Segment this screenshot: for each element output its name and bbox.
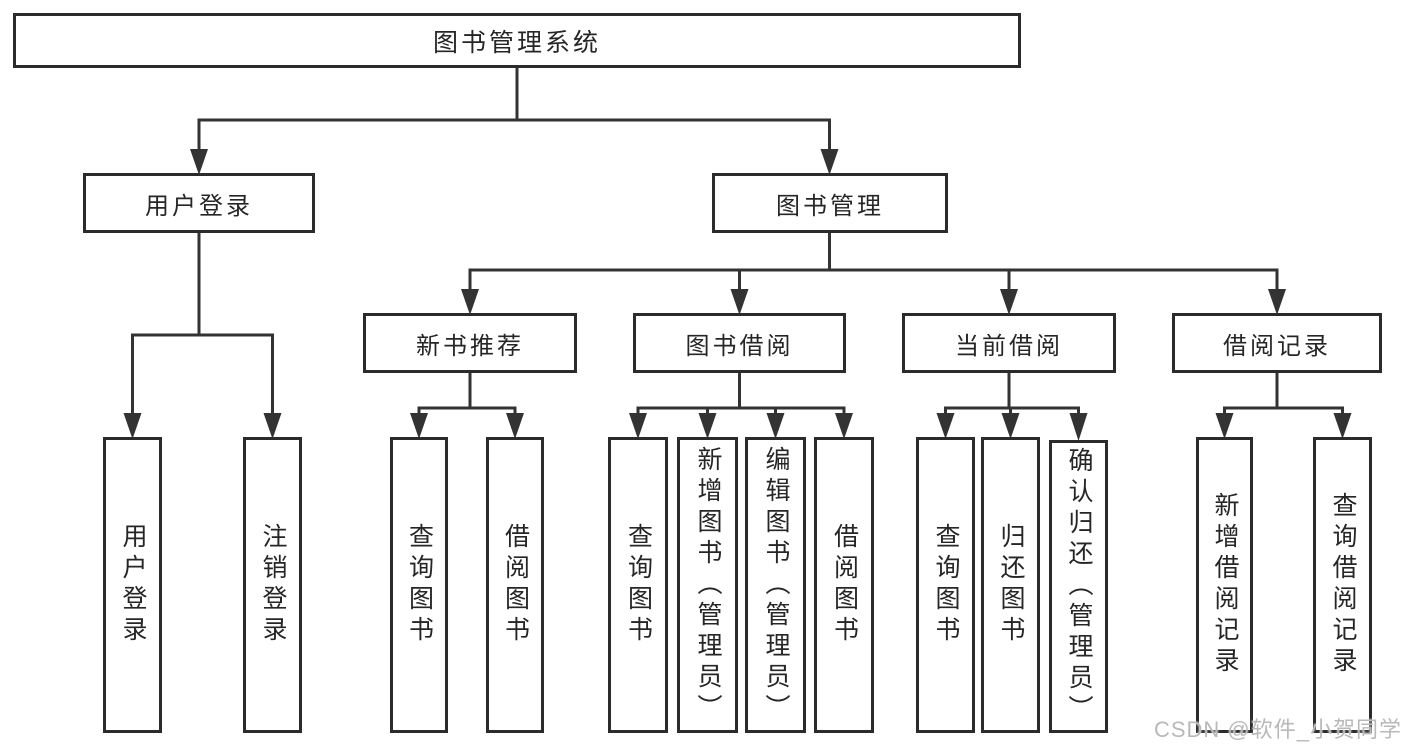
leaf-user-login: 用户登录 [103,437,162,733]
leaf-confirm-return-admin: 确认归还（管理员） [1049,440,1108,733]
connector-book-management-children [461,231,1286,315]
leaf-add-borrow-record: 新增借阅记录 [1196,437,1253,733]
connector-root-to-level1 [190,66,839,175]
watermark: CSDN @软件_小贺同学 [1153,717,1402,742]
node-current-borrow: 当前借阅 [902,313,1116,373]
node-book-management: 图书管理 [712,173,948,233]
leaf-return-books: 归还图书 [981,437,1040,733]
node-new-book-recommend: 新书推荐 [363,313,577,373]
node-book-borrow: 图书借阅 [633,313,846,373]
leaf-query-books-current: 查询图书 [916,437,975,733]
leaf-add-books-admin: 新增图书（管理员） [677,437,738,733]
leaf-query-borrow-record: 查询借阅记录 [1313,437,1372,733]
leaf-logout-login: 注销登录 [243,437,302,733]
connector-new-book-recommend-children [410,371,524,439]
leaf-query-books-recommend: 查询图书 [390,437,448,733]
leaf-borrow-books: 借阅图书 [814,437,874,733]
node-root-library-management-system: 图书管理系统 [13,13,1021,68]
leaf-edit-books-admin: 编辑图书（管理员） [745,437,806,733]
connector-borrow-records-children [1215,371,1352,439]
leaf-borrow-books-recommend: 借阅图书 [486,437,544,733]
connector-current-borrow-children [936,371,1088,441]
node-borrow-records: 借阅记录 [1172,313,1382,373]
connector-book-borrow-children [629,371,853,439]
leaf-query-books-borrow: 查询图书 [608,437,668,733]
connector-user-login-children [123,231,282,439]
node-user-login: 用户登录 [83,173,315,233]
